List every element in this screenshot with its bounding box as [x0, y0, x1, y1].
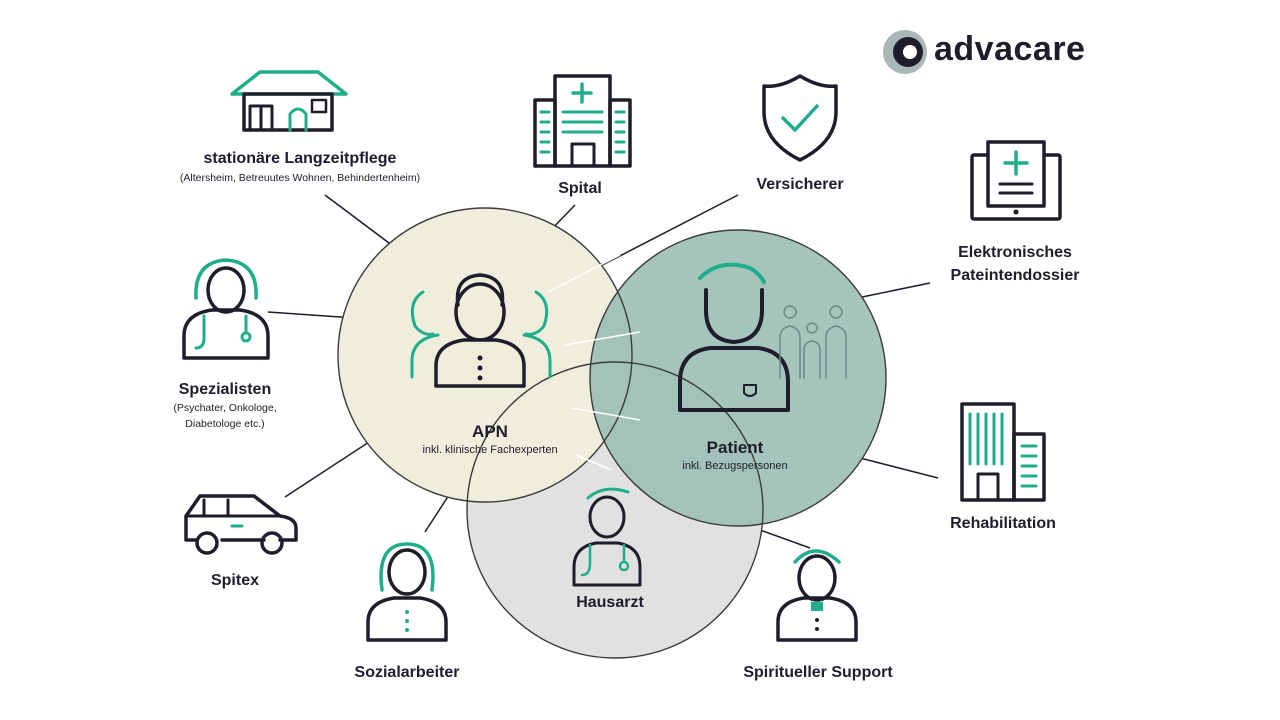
- monitor-medical-icon: [970, 140, 1062, 221]
- langzeit-subtitle: (Altersheim, Betreuutes Wohnen, Behinder…: [179, 172, 421, 184]
- building-icon: [960, 402, 1046, 502]
- spiritueller-title: Spiritueller Support: [743, 664, 893, 681]
- sozialarbeiter-title: Sozialarbeiter: [354, 664, 460, 681]
- patient-title: Patient: [706, 438, 764, 457]
- spital-title: Spital: [558, 180, 602, 197]
- patient-circle: [590, 230, 886, 526]
- hausarzt-title: Hausarzt: [576, 594, 644, 611]
- advacare-logo-icon: [883, 30, 927, 74]
- house-icon: [230, 70, 348, 132]
- spitex-title: Spitex: [210, 572, 259, 589]
- advacare-logo-text: advacare: [934, 30, 1086, 68]
- apn-group-icon: [410, 273, 552, 388]
- shield-check-icon: [762, 74, 838, 162]
- epd-title-line2: Pateintendossier: [950, 267, 1080, 284]
- langzeit-title: stationäre Langzeitpflege: [203, 150, 397, 167]
- spezialisten-subtitle-line1: (Psychater, Onkologe,: [173, 402, 277, 414]
- social-worker-icon: [366, 542, 448, 642]
- apn-title: APN: [472, 422, 508, 441]
- patient-subtitle: inkl. Bezugspersonen: [682, 460, 788, 472]
- car-icon: [184, 494, 298, 555]
- hospital-icon: [533, 74, 632, 168]
- doctor-female-icon: [182, 258, 270, 360]
- apn-subtitle: inkl. klinische Fachexperten: [422, 444, 558, 456]
- rehabilitation-title: Rehabilitation: [950, 515, 1056, 532]
- versicherer-title: Versicherer: [756, 176, 844, 193]
- hausarzt-icon: [572, 487, 642, 587]
- priest-icon: [776, 549, 858, 642]
- patient-icon: [678, 262, 847, 412]
- inner-lines: [547, 254, 641, 471]
- spezialisten-subtitle-line2: Diabetologe etc.): [185, 418, 265, 430]
- spezialisten-title: Spezialisten: [178, 381, 272, 398]
- epd-title-line1: Elektronisches: [958, 244, 1072, 261]
